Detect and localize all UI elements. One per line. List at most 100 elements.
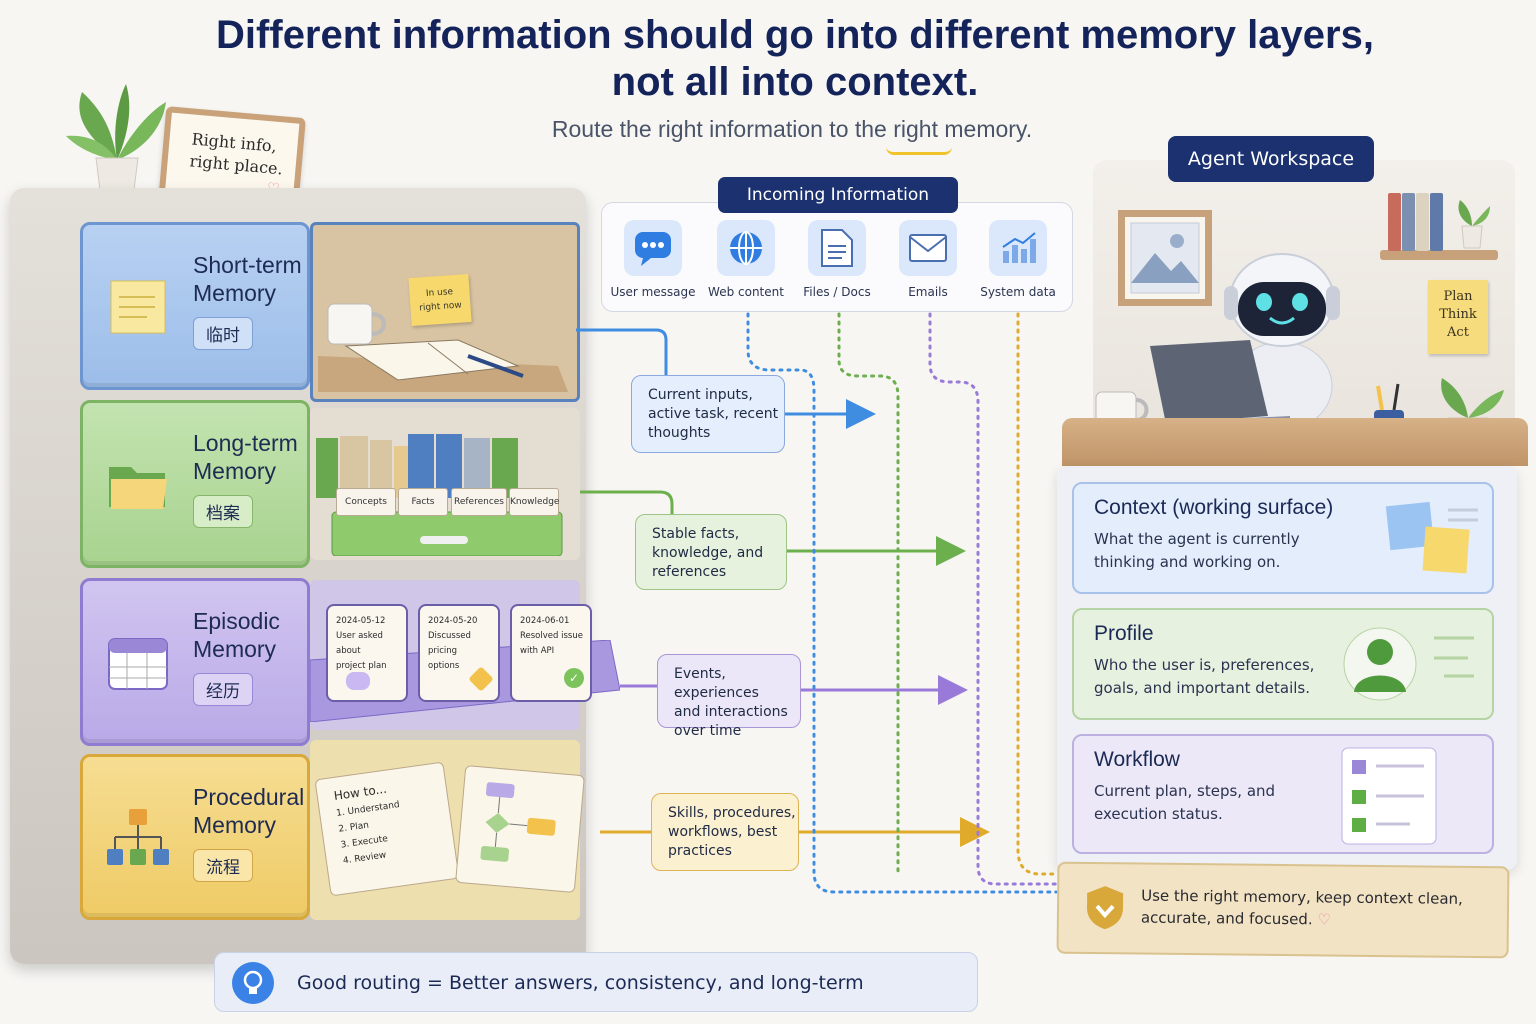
drawer-name-line-1: Episodic <box>193 608 280 634</box>
chat-bubble-icon <box>624 220 682 276</box>
episode-card: 2024-05-12 User asked about project plan <box>326 604 408 702</box>
hierarchy-icon <box>107 809 169 865</box>
sticky-note-icon <box>110 280 166 334</box>
route-line-1: Stable facts, <box>652 526 740 542</box>
checkmark-icon: ✓ <box>564 668 584 688</box>
source-files-docs[interactable]: Files / Docs <box>787 220 887 299</box>
route-line-1: Current inputs, <box>648 387 753 403</box>
card-title: Workflow <box>1094 748 1180 771</box>
route-line-3: practices <box>668 843 732 859</box>
episode-date: 2024-05-12 <box>336 616 386 626</box>
drawer-name-line-2: Memory <box>193 636 277 662</box>
workflow-card[interactable]: Workflow Current plan, steps, and execut… <box>1072 734 1494 854</box>
title-line-2: not all into context. <box>611 60 979 104</box>
drawer-tag: 流程 <box>193 849 253 882</box>
source-emails[interactable]: Emails <box>878 220 978 299</box>
procedural-memory-drawer[interactable]: Procedural Memory 流程 <box>80 754 310 920</box>
episode-line-2: with API <box>520 646 555 656</box>
binder-label-knowledge: Knowledge <box>509 488 559 516</box>
card-title: Profile <box>1094 622 1154 645</box>
workspace-note: Use the right memory, keep context clean… <box>1056 861 1510 959</box>
episode-line-2: project plan <box>336 661 387 671</box>
route-line-3: over time <box>674 723 742 739</box>
episode-date: 2024-05-20 <box>428 616 478 626</box>
episode-line-1: Discussed pricing <box>428 631 471 656</box>
book-icon <box>1388 193 1401 251</box>
episode-card: 2024-05-20 Discussed pricing options <box>418 604 500 702</box>
bar-chart-icon <box>989 220 1047 276</box>
route-procedural: Skills, procedures, workflows, best prac… <box>651 793 799 871</box>
heart-icon: ♡ <box>1317 910 1331 929</box>
profile-card[interactable]: Profile Who the user is, preferences, go… <box>1072 608 1494 720</box>
episode-line-1: Resolved issue <box>520 631 583 641</box>
subtitle-underline <box>886 147 952 155</box>
route-line-3: references <box>652 564 727 580</box>
episodic-memory-drawer[interactable]: Episodic Memory 经历 <box>80 578 310 746</box>
sticky-notes-icon <box>1385 501 1478 574</box>
title-line-1: Different information should go into dif… <box>216 13 1374 57</box>
long-term-memory-drawer[interactable]: Long-term Memory 档案 <box>80 400 310 568</box>
drawer-name-line-2: Memory <box>193 280 277 306</box>
incoming-title: Incoming Information <box>718 177 958 213</box>
drawer-name-line-1: Short-term <box>193 252 302 278</box>
card-desc-line-1: What the agent is currently <box>1094 530 1300 548</box>
plan-line: Act <box>1447 325 1469 340</box>
drawer-tag: 临时 <box>193 317 253 350</box>
document-icon <box>808 220 866 276</box>
source-label: Files / Docs <box>803 285 871 299</box>
short-term-memory-drawer[interactable]: Short-term Memory 临时 <box>80 222 310 390</box>
route-line-2: workflows, best <box>668 824 778 840</box>
source-label: Emails <box>908 285 948 299</box>
episode-line-1: User asked about <box>336 631 383 656</box>
drawer-name-line-2: Memory <box>193 458 277 484</box>
desk <box>1062 418 1528 466</box>
card-title: Context (working surface) <box>1094 496 1334 519</box>
calendar-icon <box>108 638 168 690</box>
source-label: System data <box>980 285 1056 299</box>
plan-line: Think <box>1439 307 1477 322</box>
user-avatar-icon <box>1343 627 1474 701</box>
book-icon <box>1416 193 1429 251</box>
source-system-data[interactable]: System data <box>968 220 1068 299</box>
route-episodic: Events, experiences and interactions ove… <box>657 654 801 739</box>
route-line-2: and interactions <box>674 704 788 720</box>
plan-think-act-note: Plan Think Act <box>1428 280 1488 354</box>
source-web-content[interactable]: Web content <box>696 220 796 299</box>
route-line-1: Events, experiences <box>674 666 759 701</box>
episode-line-2: options <box>428 661 460 671</box>
source-label: User message <box>610 285 696 299</box>
subtitle: Route the right information to the right… <box>551 116 1033 142</box>
note-line-2-text: accurate, and focused. <box>1140 908 1313 929</box>
plant-icon <box>1458 200 1490 249</box>
route-line-2: knowledge, and <box>652 545 764 561</box>
route-short-term: Current inputs, active task, recent thou… <box>631 375 785 453</box>
drawer-tag: 档案 <box>193 495 253 528</box>
binders-icon <box>316 434 563 556</box>
source-label: Web content <box>708 285 784 299</box>
card-desc-line-2: thinking and working on. <box>1094 553 1281 571</box>
route-line-3: thoughts <box>648 425 711 441</box>
wall-shelf <box>1380 250 1498 260</box>
route-line-2: active task, recent <box>648 406 779 422</box>
binder-label-facts: Facts <box>398 488 448 516</box>
flowchart-book <box>455 764 585 894</box>
context-card[interactable]: Context (working surface) What the agent… <box>1072 482 1494 594</box>
envelope-icon <box>899 220 957 276</box>
source-user-message[interactable]: User message <box>603 220 703 299</box>
binder-label-references: References <box>451 488 507 516</box>
binder-label-concepts: Concepts <box>336 488 396 516</box>
footer-text: Good routing = Better answers, consisten… <box>297 972 864 994</box>
card-desc-line-1: Who the user is, preferences, <box>1094 656 1315 674</box>
folder-icon <box>109 467 167 509</box>
card-desc-line-2: goals, and important details. <box>1094 679 1311 697</box>
lightbulb-icon <box>232 962 274 1004</box>
shield-icon <box>1087 886 1124 930</box>
globe-icon <box>717 220 775 276</box>
footer-banner: Good routing = Better answers, consisten… <box>214 952 978 1012</box>
plan-line: Plan <box>1443 289 1473 304</box>
chat-bubble-icon <box>346 672 370 690</box>
workspace-title: Agent Workspace <box>1168 136 1374 182</box>
picture-frame <box>1118 210 1212 306</box>
route-long-term: Stable facts, knowledge, and references <box>635 514 787 590</box>
